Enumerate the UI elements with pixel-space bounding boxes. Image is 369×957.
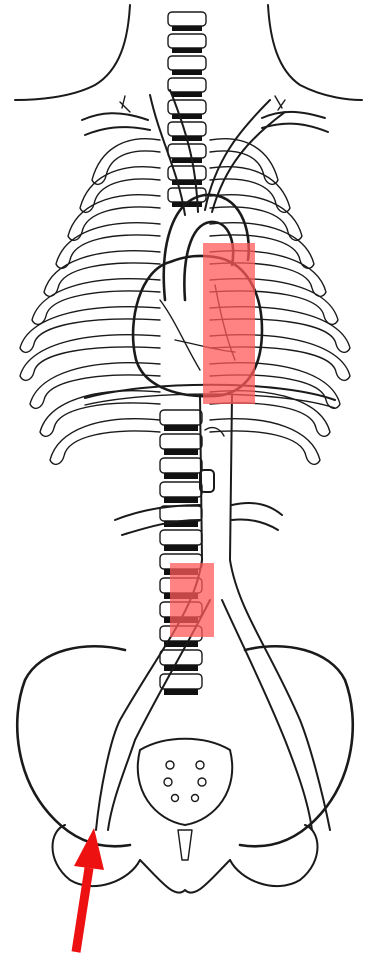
- left-rib: [40, 391, 160, 437]
- vertebra: [168, 12, 206, 26]
- intervertebral-disc: [164, 689, 198, 695]
- intervertebral-disc: [164, 545, 198, 551]
- vertebra: [160, 530, 202, 545]
- vertebra: [160, 482, 202, 497]
- vertebra: [168, 34, 206, 48]
- left-rib: [50, 419, 160, 465]
- intervertebral-disc: [164, 425, 198, 431]
- vertebra: [160, 410, 202, 425]
- intervertebral-disc: [164, 665, 198, 671]
- vertebra: [160, 458, 202, 473]
- vertebra: [168, 122, 206, 136]
- highlight-descending-thoracic-aorta: [203, 243, 255, 404]
- intervertebral-disc: [172, 114, 202, 119]
- intervertebral-disc: [164, 449, 198, 455]
- intervertebral-disc: [172, 92, 202, 97]
- right-rib: [210, 419, 320, 465]
- vertebra: [160, 506, 202, 521]
- vertebra: [168, 78, 206, 92]
- intervertebral-disc: [164, 497, 198, 503]
- vertebra: [160, 434, 202, 449]
- intervertebral-disc: [172, 48, 202, 53]
- pelvis: [17, 646, 353, 892]
- highlight-infrarenal-abdominal-aorta: [170, 563, 214, 637]
- intervertebral-disc: [172, 70, 202, 75]
- vertebra: [168, 144, 206, 158]
- left-rib: [32, 279, 160, 325]
- intervertebral-disc: [164, 641, 198, 647]
- intervertebral-disc: [172, 158, 202, 163]
- left-rib: [20, 335, 160, 381]
- vertebra: [168, 56, 206, 70]
- intervertebral-disc: [164, 473, 198, 479]
- left-rib: [20, 307, 160, 353]
- intervertebral-disc: [172, 26, 202, 31]
- visceral-branches: [115, 428, 282, 535]
- access-arrow-icon: [74, 828, 104, 952]
